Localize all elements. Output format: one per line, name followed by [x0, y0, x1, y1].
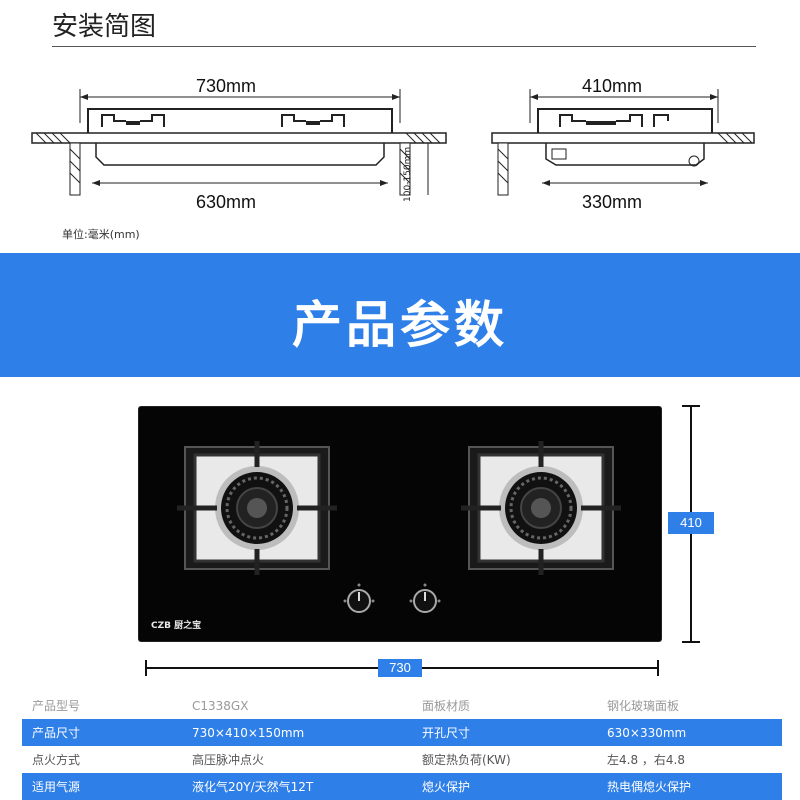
right-burner [461, 441, 621, 575]
spec-table: 产品型号 C1338GX 面板材质 钢化玻璃面板 产品尺寸 730×410×15… [22, 692, 782, 800]
spec-value: 630×330mm [597, 719, 782, 746]
cutout-depth-label: 330mm [582, 192, 643, 212]
right-knob[interactable] [405, 581, 445, 621]
spec-row: 产品尺寸 730×410×150mm 开孔尺寸 630×330mm [22, 719, 782, 746]
side-view-diagram [491, 89, 755, 196]
title-divider [52, 46, 756, 47]
spec-label: 面板材质 [422, 699, 471, 713]
spec-label: 额定热负荷(KW) [422, 753, 511, 767]
stove-product-image: CZB 厨之宝 [138, 406, 662, 642]
params-banner: 产品参数 [0, 253, 800, 377]
brand-logo: CZB 厨之宝 [151, 621, 202, 631]
front-view-diagram [31, 89, 447, 196]
total-depth-label: 410mm [582, 76, 643, 96]
spec-row: 产品型号 C1338GX 面板材质 钢化玻璃面板 [22, 692, 782, 719]
spec-label: 开孔尺寸 [412, 719, 597, 746]
width-dimension-label: 730 [378, 659, 422, 677]
spec-label: 产品型号 [32, 699, 81, 713]
cutout-width-label: 630mm [196, 192, 257, 212]
spec-value: 钢化玻璃面板 [607, 699, 680, 713]
spec-label: 熄火保护 [412, 773, 597, 800]
spec-label: 适用气源 [22, 773, 182, 800]
unit-note: 单位:毫米(mm) [62, 228, 140, 241]
spec-value: 液化气20Y/天然气12T [182, 773, 412, 800]
left-knob[interactable] [339, 581, 379, 621]
params-title: 产品参数 [292, 296, 508, 354]
spec-value: 高压脉冲点火 [192, 753, 265, 767]
install-title: 安装简图 [52, 12, 157, 42]
spec-value: C1338GX [192, 698, 249, 713]
spec-value: 730×410×150mm [182, 719, 412, 746]
spec-row: 适用气源 液化气20Y/天然气12T 熄火保护 热电偶熄火保护 [22, 773, 782, 800]
total-width-label: 730mm [196, 76, 257, 96]
spec-row: 点火方式 高压脉冲点火 额定热负荷(KW) 左4.8 ，右4.8 [22, 746, 782, 773]
left-burner [177, 441, 337, 575]
spec-label: 点火方式 [32, 753, 81, 767]
spec-label: 产品尺寸 [22, 719, 182, 746]
spec-value: 左4.8 ，右4.8 [607, 753, 685, 767]
height-range-label: 100-150mm [403, 146, 413, 202]
spec-value: 热电偶熄火保护 [597, 773, 782, 800]
height-dimension-label: 410 [668, 512, 714, 534]
